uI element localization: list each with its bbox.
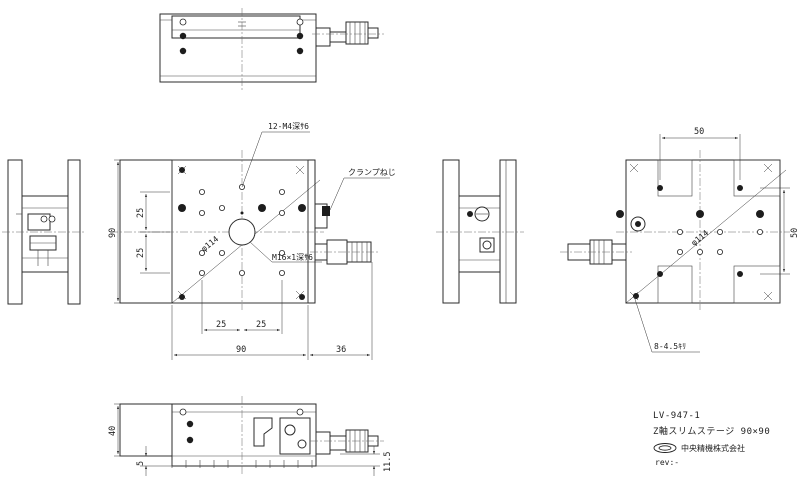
product-description: Z軸スリムステージ 90×90 bbox=[653, 425, 770, 437]
left-side-view bbox=[2, 159, 86, 305]
tap-hole-note: 12-M4深ｻ6 bbox=[268, 122, 309, 131]
clamp-screw-note: クランプねじ bbox=[348, 168, 396, 177]
dim-height-11-5: 11.5 bbox=[383, 452, 393, 472]
mount-hole-note: 8-4.5ｷﾘ bbox=[654, 342, 686, 351]
dim-pitch-25-right: 25 bbox=[256, 320, 266, 330]
dimension-lines bbox=[114, 159, 373, 360]
dim-height-90: 90 bbox=[108, 228, 118, 238]
dim-pitch-25-top: 25 bbox=[136, 208, 146, 218]
bottom-view: φ114 8-4.5ｷﾘ 50 50 bbox=[560, 127, 800, 353]
company-name: 中央精機株式会社 bbox=[681, 443, 745, 453]
dim-right-50-side: 50 bbox=[790, 228, 800, 238]
center-hole-note: M16×1深ｻ6 bbox=[272, 253, 313, 262]
right-side-view bbox=[436, 159, 524, 304]
title-block: LV-947-1 Z軸スリムステージ 90×90 中央精機株式会社 rev:- bbox=[653, 411, 770, 467]
dim-pitch-25-bottom: 25 bbox=[136, 248, 146, 258]
front-view: 12-M4深ｻ6 クランプねじ M16×1深ｻ6 φ114 bbox=[108, 122, 396, 360]
top-view bbox=[159, 8, 384, 90]
dim-width-36: 36 bbox=[336, 345, 346, 355]
dim-height-40: 40 bbox=[108, 426, 118, 436]
revision: rev:- bbox=[655, 458, 679, 467]
lower-elevation-view: 40 5 11.5 bbox=[108, 396, 393, 476]
dim-height-5: 5 bbox=[136, 461, 146, 466]
dim-pitch-25-left: 25 bbox=[216, 320, 226, 330]
dim-width-90: 90 bbox=[236, 345, 246, 355]
model-number: LV-947-1 bbox=[653, 411, 700, 421]
dim-right-50-top: 50 bbox=[694, 127, 704, 137]
company-logo-icon bbox=[653, 443, 677, 453]
